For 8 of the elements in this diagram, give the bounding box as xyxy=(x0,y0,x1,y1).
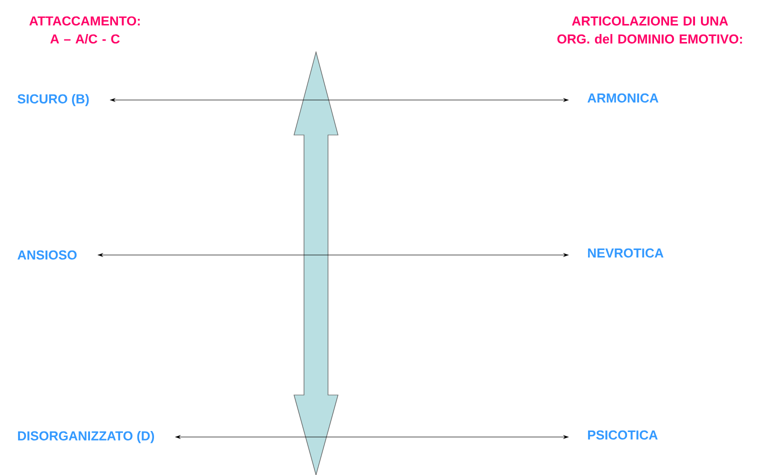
category-label: ARMONICA xyxy=(588,93,658,103)
category-label: DISORGANIZZATO (D) xyxy=(18,430,154,444)
category-label: NEVROTICA xyxy=(588,248,664,258)
category-label: PSICOTICA xyxy=(588,430,658,440)
column-heading: ATTACCAMENTO: A – A/C - C xyxy=(29,16,140,44)
category-label: ANSIOSO xyxy=(18,250,77,260)
column-heading: ARTICOLAZIONE DI UNA ORG. del DOMINIO EMOTIVO: xyxy=(557,16,742,44)
category-label: SICURO (B) xyxy=(18,94,89,106)
